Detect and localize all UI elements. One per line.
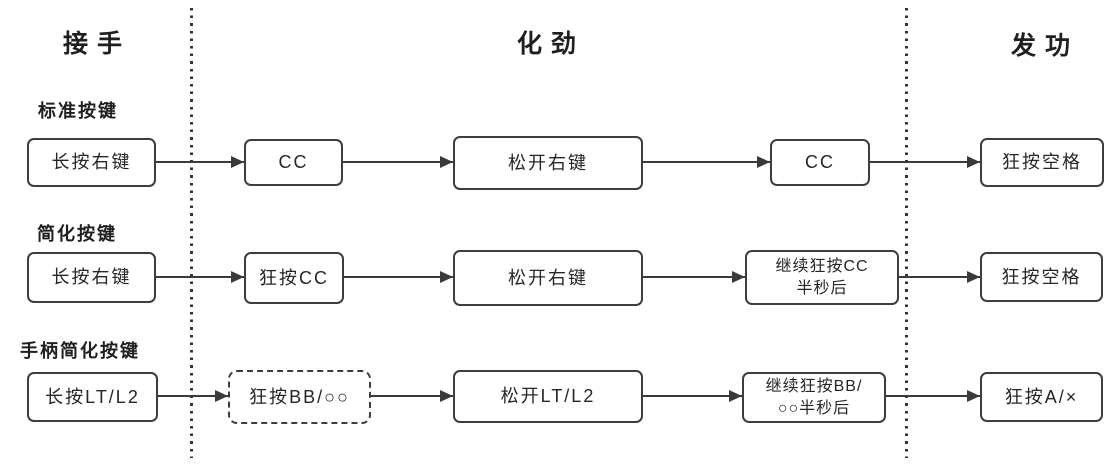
node-row1-release-right-click: 松开右键 <box>453 136 643 190</box>
node-row2-mash-space: 狂按空格 <box>980 252 1103 302</box>
node-row3-hold-lt-l2: 长按LT/L2 <box>27 372 158 422</box>
column-divider-left <box>190 8 193 458</box>
node-row1-mash-space: 狂按空格 <box>980 138 1104 187</box>
flow-arrow <box>643 388 742 403</box>
node-row3-mash-a-cross: 狂按A/× <box>980 372 1103 422</box>
node-row1-hold-right-click: 长按右键 <box>27 138 156 187</box>
node-row3-mash-bb-circle: 狂按BB/○○ <box>228 370 371 424</box>
flow-arrow <box>899 269 980 284</box>
row-label-gamepad-simplified-keys: 手柄简化按键 <box>20 341 140 361</box>
column-header-neutralize: 化劲 <box>517 30 586 58</box>
row-label-standard-keys: 标准按键 <box>38 101 118 121</box>
flow-arrow <box>156 154 244 169</box>
column-header-release: 发功 <box>1011 32 1080 60</box>
node-row3-keep-mashing-bb-circle: 继续狂按BB/ ○○半秒后 <box>742 372 886 423</box>
flow-arrow <box>870 154 980 169</box>
node-row3-release-lt-l2: 松开LT/L2 <box>453 370 643 423</box>
node-row2-release-right-click: 松开右键 <box>453 250 643 306</box>
column-header-receive: 接手 <box>63 30 132 58</box>
row-label-simplified-keys: 简化按键 <box>37 224 117 244</box>
column-divider-right <box>905 8 908 458</box>
flow-arrow <box>158 388 228 403</box>
flow-arrow <box>344 269 453 284</box>
node-row2-hold-right-click: 长按右键 <box>27 252 156 303</box>
node-row2-mash-cc: 狂按CC <box>244 252 344 304</box>
node-row2-keep-mashing-cc: 继续狂按CC 半秒后 <box>745 250 899 305</box>
node-row1-cc-again: CC <box>770 139 870 186</box>
node-row1-cc: CC <box>244 139 343 186</box>
flow-arrow <box>886 388 980 403</box>
flow-arrow <box>643 154 770 169</box>
flow-arrow <box>156 269 244 284</box>
flow-arrow <box>343 154 453 169</box>
flow-arrow <box>643 269 745 284</box>
flow-arrow <box>371 388 453 403</box>
